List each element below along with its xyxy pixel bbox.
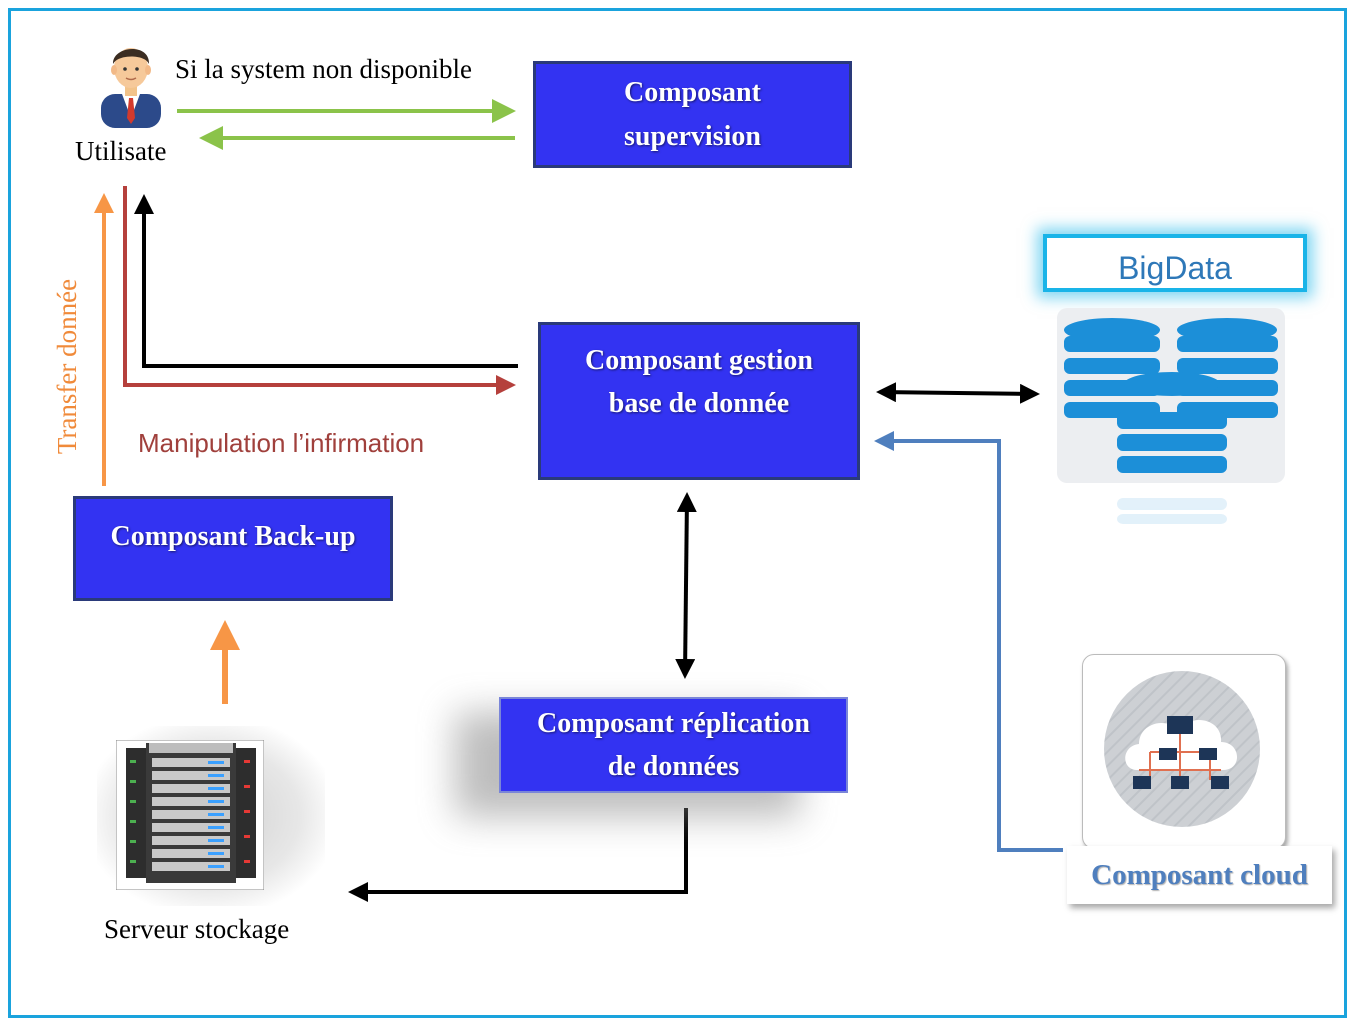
arrow-user-to-database (123, 186, 516, 395)
backup-label: Composant Back-up (110, 521, 356, 552)
arrow-database-bigdata (876, 382, 1040, 404)
supervision-line1: Composant (624, 77, 761, 109)
arrow-cloud-to-database (874, 431, 1063, 852)
server-rack-icon (116, 740, 264, 890)
bigdata-label: BigData (1118, 250, 1232, 286)
arrow-replication-to-storage (348, 808, 688, 902)
user-avatar-icon (101, 48, 161, 128)
manipulation-label: Manipulation l’infirmation (138, 428, 425, 458)
supervision-component: Composant supervision (533, 61, 852, 168)
database-line1: Composant gestion (585, 345, 813, 376)
bigdata-label-box: BigData (1043, 234, 1307, 292)
replication-component: Composant réplication de données (499, 697, 848, 793)
cloud-label-box: Composant cloud (1067, 846, 1332, 904)
arrow-database-replication (675, 492, 697, 679)
unavailable-label: Si la system non disponible (175, 54, 472, 84)
database-component: Composant gestion base de donnée (538, 322, 860, 480)
cloud-label: Composant cloud (1091, 858, 1308, 891)
arrow-database-to-user (134, 194, 518, 368)
cloud-network-icon (1104, 671, 1260, 827)
replication-line2: de données (607, 751, 740, 782)
database-icon (1064, 318, 1278, 524)
storage-label: Serveur stockage (104, 914, 290, 944)
transfer-label: Transfer donnée (52, 278, 82, 455)
database-line2: base de donnée (608, 388, 790, 420)
supervision-line2: supervision (624, 120, 761, 152)
backup-component: Composant Back-up (73, 496, 393, 601)
user-label: Utilisate (75, 136, 167, 166)
replication-line1: Composant réplication (537, 707, 810, 739)
